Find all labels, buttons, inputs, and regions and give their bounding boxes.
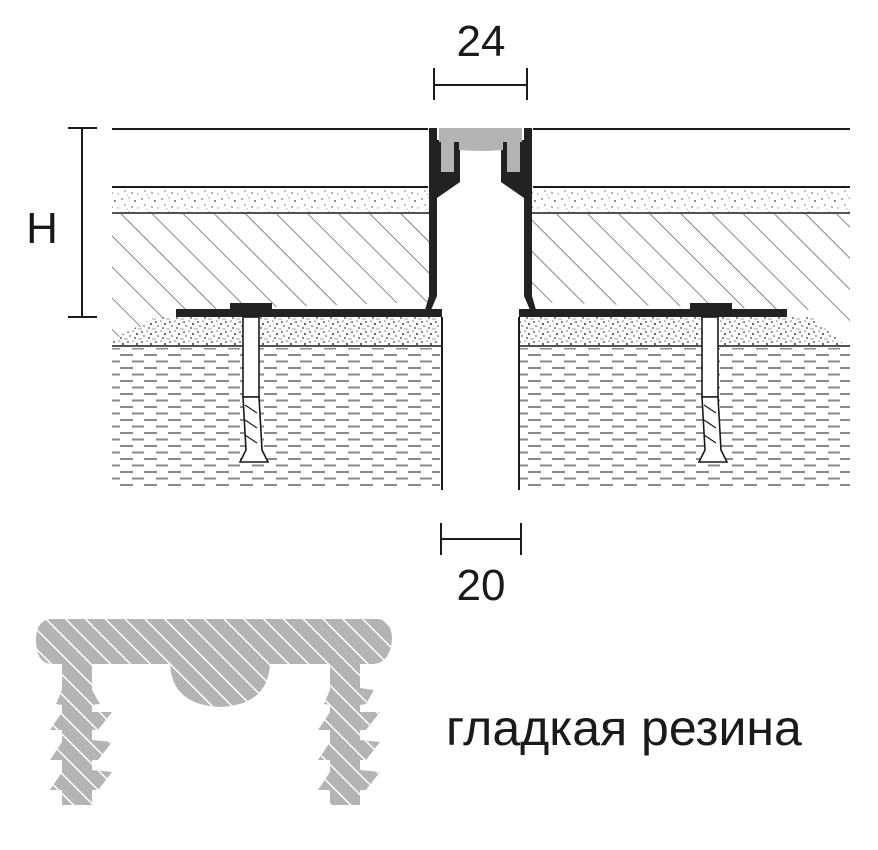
anchor-bolt-icon: [697, 316, 729, 463]
bottom-width-dimension: 20: [440, 523, 522, 610]
height-label: H: [26, 204, 58, 253]
right-floor-section: [518, 128, 850, 490]
rubber-insert-profile-icon: [36, 619, 392, 805]
joint-profile: [425, 128, 536, 310]
top-width-dimension: 24: [433, 17, 528, 100]
height-dimension: H: [26, 127, 97, 318]
top-width-label: 24: [457, 17, 506, 66]
bottom-width-label: 20: [457, 561, 506, 610]
caption-smooth-rubber: гладкая резина: [446, 700, 802, 756]
anchor-bolt-icon: [238, 316, 270, 463]
left-floor-section: [112, 128, 443, 490]
